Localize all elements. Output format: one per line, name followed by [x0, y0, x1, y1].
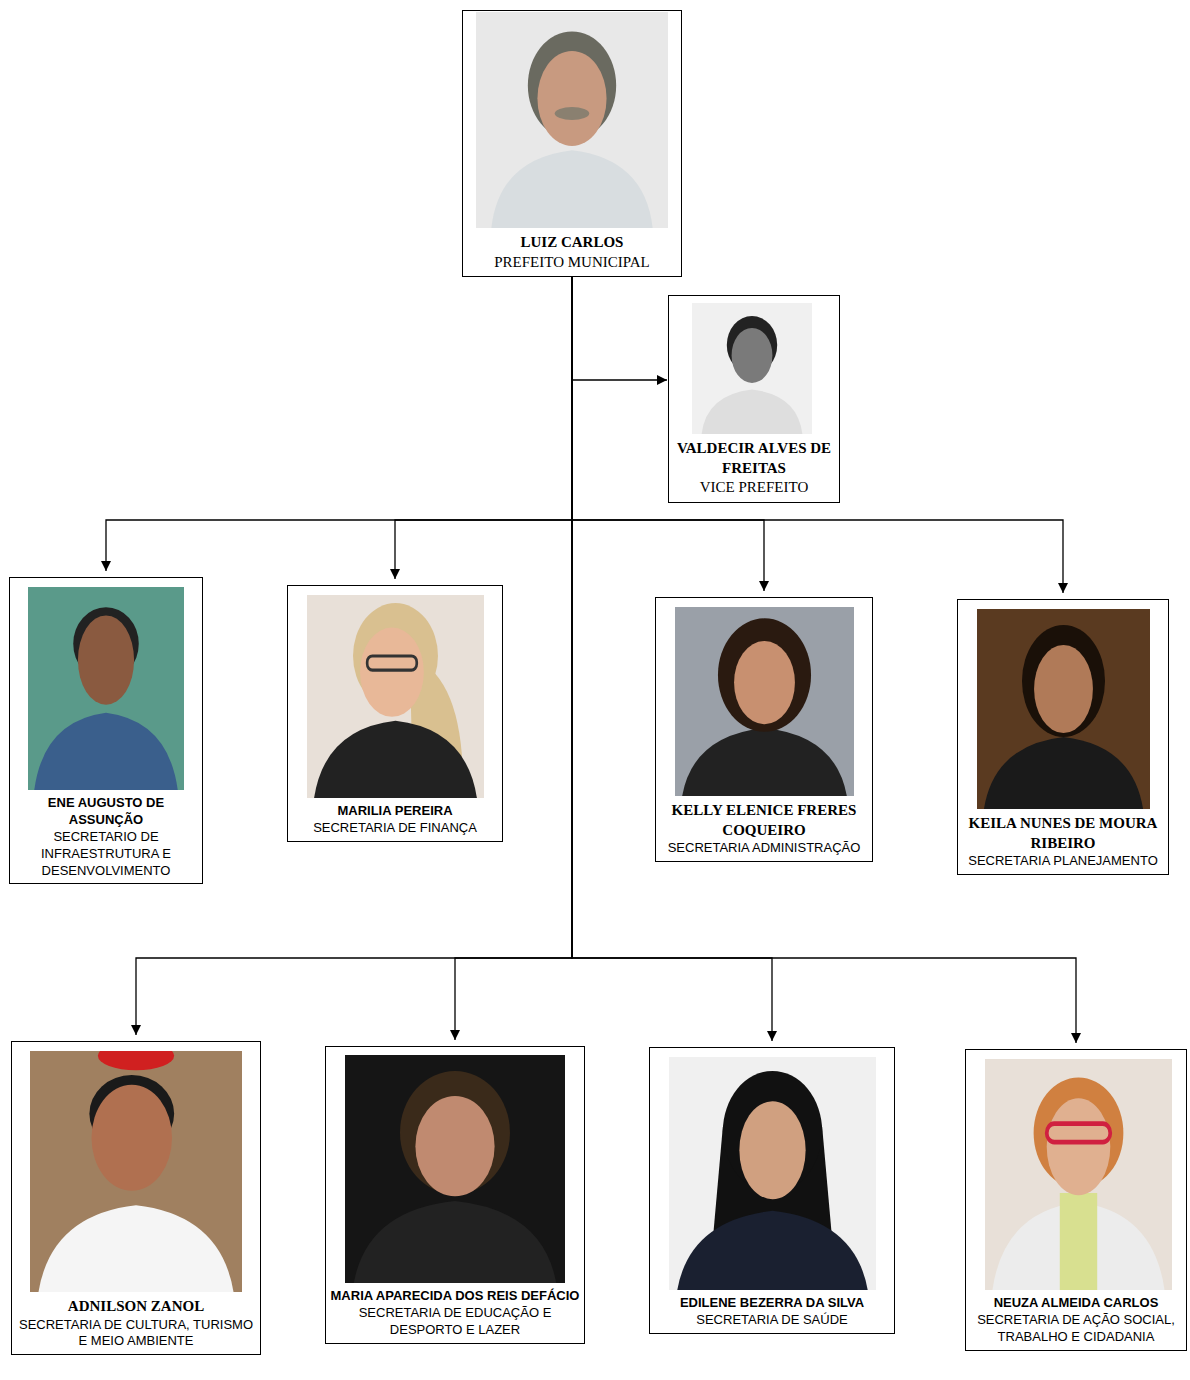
portrait-photo — [28, 587, 184, 790]
portrait-photo — [675, 607, 854, 796]
role-title: SECRETARIA DE AÇÃO SOCIAL, TRABALHO E CI… — [970, 1312, 1182, 1346]
person-name: NEUZA ALMEIDA CARLOS — [970, 1295, 1182, 1312]
person-name: ENE AUGUSTO DE ASSUNÇÃO — [14, 795, 198, 829]
role-title: SECRETARIA PLANEJAMENTO — [962, 853, 1164, 870]
org-connector — [106, 277, 572, 571]
org-connector — [572, 277, 1063, 593]
org-connector — [572, 277, 772, 1041]
person-box: MARILIA PEREIRASECRETARIA DE FINANÇA — [287, 585, 503, 842]
person-box: ADNILSON ZANOLSECRETARIA DE CULTURA, TUR… — [11, 1041, 261, 1355]
person-box: KELLY ELENICE FRERES COQUEIROSECRETARIA … — [655, 597, 873, 862]
portrait-photo — [985, 1059, 1172, 1290]
person-name: KEILA NUNES DE MOURA RIBEIRO — [962, 814, 1164, 853]
person-box: LUIZ CARLOSPREFEITO MUNICIPAL — [462, 10, 682, 277]
person-name: ADNILSON ZANOL — [16, 1297, 256, 1317]
person-box: NEUZA ALMEIDA CARLOSSECRETARIA DE AÇÃO S… — [965, 1049, 1187, 1351]
portrait-photo — [476, 12, 668, 228]
portrait-photo — [307, 595, 484, 798]
person-name: MARIA APARECIDA DOS REIS DEFÁCIO — [330, 1288, 580, 1305]
org-connector — [136, 277, 572, 1035]
role-title: SECRETARIA ADMINISTRAÇÃO — [660, 840, 868, 857]
person-name: VALDECIR ALVES DE FREITAS — [673, 439, 835, 478]
person-box: EDILENE BEZERRA DA SILVASECRETARIA DE SA… — [649, 1047, 895, 1334]
role-title: SECRETARIA DE EDUCAÇÃO E DESPORTO E LAZE… — [330, 1305, 580, 1339]
person-box: MARIA APARECIDA DOS REIS DEFÁCIOSECRETAR… — [325, 1046, 585, 1344]
person-name: LUIZ CARLOS — [467, 233, 677, 253]
person-box: ENE AUGUSTO DE ASSUNÇÃOSECRETARIO DE INF… — [9, 577, 203, 884]
person-name: KELLY ELENICE FRERES COQUEIRO — [660, 801, 868, 840]
role-title: SECRETARIO DE INFRAESTRUTURA E DESENVOLV… — [14, 829, 198, 880]
org-connector — [455, 277, 572, 1040]
role-title: VICE PREFEITO — [673, 478, 835, 498]
portrait-photo — [692, 303, 812, 434]
person-name: MARILIA PEREIRA — [292, 803, 498, 820]
role-title: SECRETARIA DE CULTURA, TURISMO E MEIO AM… — [16, 1317, 256, 1351]
person-name: EDILENE BEZERRA DA SILVA — [654, 1295, 890, 1312]
portrait-photo — [345, 1055, 565, 1283]
portrait-photo — [977, 609, 1150, 809]
role-title: SECRETARIA DE SAÚDE — [654, 1312, 890, 1329]
portrait-photo — [30, 1041, 242, 1292]
portrait-photo — [669, 1057, 876, 1290]
person-box: VALDECIR ALVES DE FREITASVICE PREFEITO — [668, 295, 840, 503]
org-connector — [572, 277, 1076, 1043]
role-title: SECRETARIA DE FINANÇA — [292, 820, 498, 837]
role-title: PREFEITO MUNICIPAL — [467, 253, 677, 273]
person-box: KEILA NUNES DE MOURA RIBEIROSECRETARIA P… — [957, 599, 1169, 875]
org-connector — [572, 277, 667, 380]
org-connector — [395, 277, 572, 579]
